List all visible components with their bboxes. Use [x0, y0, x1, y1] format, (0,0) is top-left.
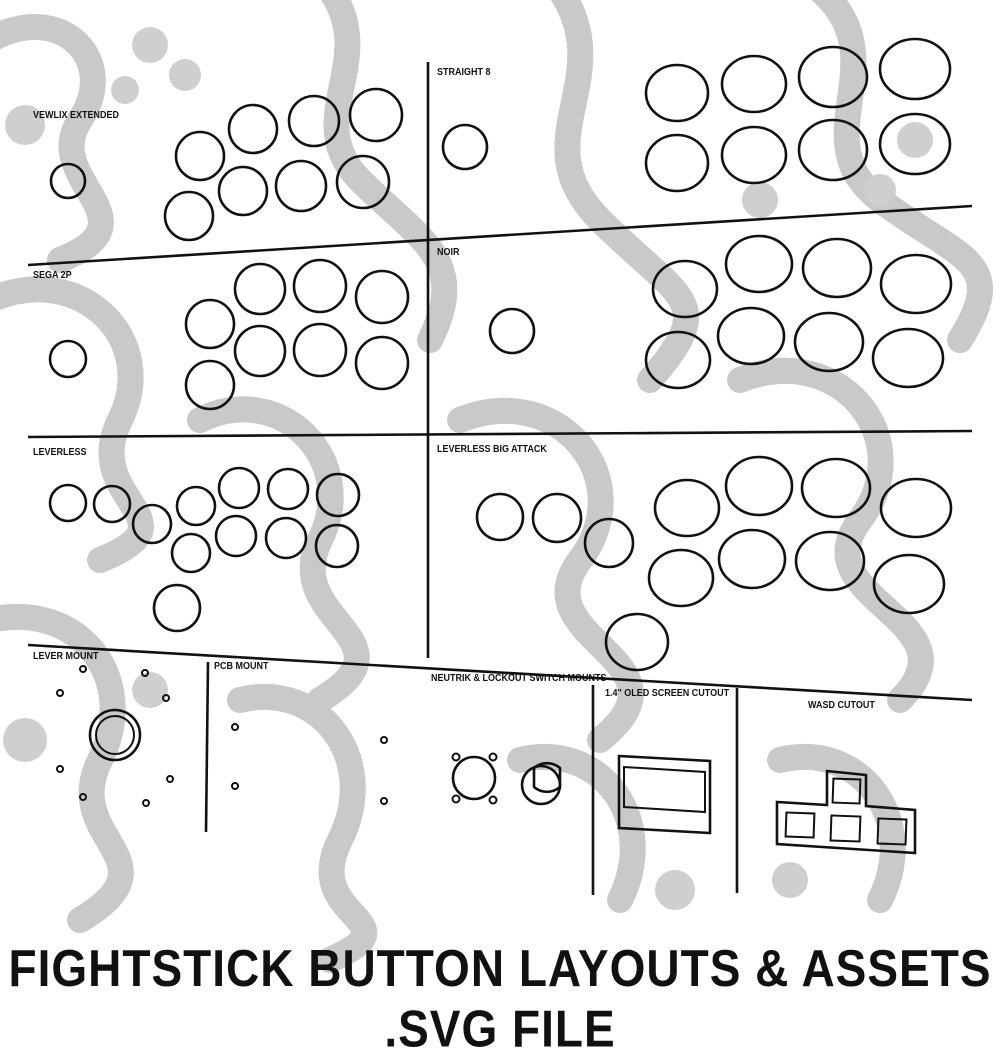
label-neutrik-lockout: NEUTRIK & LOCKOUT SWITCH MOUNTS [431, 672, 607, 684]
label-vewlix-extended: VEWLIX EXTENDED [33, 109, 120, 121]
label-leverless-big-attack: LEVERLESS BIG ATTACK [437, 443, 547, 455]
wasd-cutout-layout [775, 769, 917, 855]
straight-8-layout [441, 37, 952, 193]
page-title: FIGHTSTICK BUTTON LAYOUTS & ASSETS .SVG … [8, 939, 992, 1058]
section-dividers [27, 62, 973, 895]
label-oled-cutout: 1.4" OLED SCREEN CUTOUT [605, 687, 730, 699]
label-leverless: LEVERLESS [33, 446, 87, 458]
label-pcb-mount: PCB MOUNT [214, 660, 269, 672]
sega-2p-layout [48, 258, 410, 411]
label-sega-2p: SEGA 2P [33, 269, 72, 281]
noir-layout [488, 234, 953, 390]
oled-cutout-layout [617, 754, 712, 835]
background-pattern [0, 0, 993, 973]
label-straight-8: STRAIGHT 8 [437, 66, 491, 78]
lever-mount-layout [56, 665, 174, 807]
label-wasd-cutout: WASD CUTOUT [808, 699, 875, 711]
label-lever-mount: LEVER MOUNT [33, 650, 99, 662]
pcb-mount-layout [231, 723, 388, 805]
leverless-layout [48, 466, 361, 633]
neutrik-lockout-layout [451, 752, 562, 806]
leverless-big-attack-layout [475, 455, 953, 672]
label-noir: NOIR [437, 246, 460, 258]
diagram-canvas [0, 0, 993, 973]
vewlix-extended-layout [49, 87, 404, 242]
